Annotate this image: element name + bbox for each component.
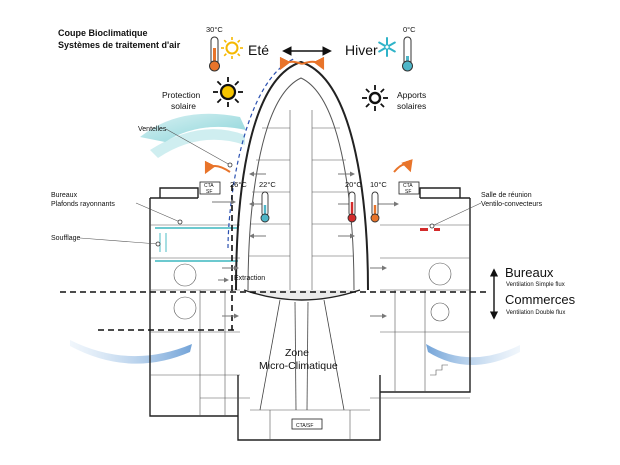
summer-thermometer [209, 36, 220, 72]
wind-stream-right [426, 344, 520, 365]
snowflake-icon [378, 37, 396, 57]
summer-label: Eté [248, 42, 269, 58]
protection-sun-icon [213, 77, 243, 107]
winter-thermometer [402, 36, 413, 72]
thermometer-20 [347, 191, 357, 223]
orange-airflow-arrows [204, 56, 413, 175]
bureaux-label-1: Bureaux [51, 192, 78, 199]
protection-label-2: solaire [171, 101, 196, 111]
zone-commerces-title: Commerces [505, 292, 576, 307]
extraction-label: Extraction [234, 275, 265, 282]
sun-icon [221, 37, 243, 59]
temp-26: 26°C [230, 180, 247, 189]
title-line-1: Coupe Bioclimatique [58, 28, 148, 38]
ventelles-airflow [140, 113, 246, 142]
temp-20: 20°C [345, 180, 362, 189]
temp-10: 10°C [370, 180, 387, 189]
protection-label-1: Protection [162, 90, 201, 100]
cta-label-left: CTA [204, 183, 214, 189]
micro-zone-label-1: Zone [285, 347, 309, 359]
winter-label: Hiver [345, 42, 378, 58]
ventelles-label: Ventelles [138, 126, 167, 133]
sf-label-left: SF [206, 189, 212, 195]
diagram-title: Coupe Bioclimatique Systèmes de traiteme… [58, 28, 181, 50]
gains-label-2: solaires [397, 101, 426, 111]
salle-label-2: Ventilo-convecteurs [481, 201, 543, 208]
wind-stream-left [70, 340, 192, 364]
title-line-2: Systèmes de traitement d'air [58, 40, 181, 50]
cta-box-left: CTA SF [199, 181, 221, 195]
thermometer-10 [370, 191, 380, 223]
micro-zone-label-2: Micro-Climatique [259, 360, 338, 372]
cta-label-right: CTA [403, 183, 413, 189]
building-section [149, 187, 471, 441]
cta-sf-bottom-label: CTA/SF [296, 423, 313, 429]
temp-22: 22°C [259, 180, 276, 189]
soufflage-label: Soufflage [51, 235, 81, 242]
zone-bureaux-sub: Ventilation Simple flux [506, 282, 565, 288]
grey-airflow-arrows [212, 171, 399, 319]
sf-label-right: SF [405, 189, 411, 195]
cta-box-bottom: CTA/SF [291, 418, 323, 430]
gains-label-1: Apports [397, 90, 426, 100]
zone-commerces-sub: Ventilation Double flux [506, 310, 565, 316]
winter-temperature: 0°C [403, 25, 416, 34]
thermometer-22 [260, 191, 270, 223]
summer-temperature: 30°C [206, 25, 223, 34]
gains-sun-icon [362, 85, 388, 111]
zone-bureaux-title: Bureaux [505, 265, 554, 280]
salle-label-1: Salle de réunion [481, 192, 532, 199]
cta-box-right: CTA SF [398, 181, 420, 195]
bureaux-label-2: Plafonds rayonnants [51, 201, 115, 208]
